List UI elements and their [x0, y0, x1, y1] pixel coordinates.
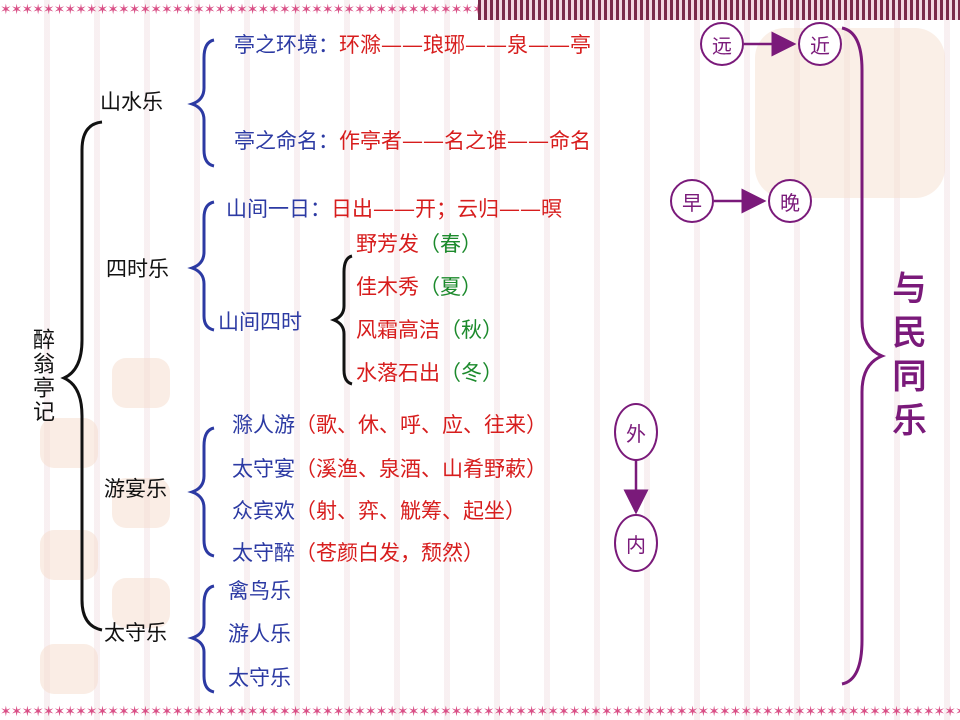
item-one-day: 山间一日：日出——开；云归——暝	[226, 196, 562, 222]
item-detail: （歌、休、呼、应、往来）	[295, 413, 547, 437]
item-subject: 太守宴	[232, 457, 295, 481]
bottom-border-stars: ✶✶✶✶✶✶✶✶✶✶✶✶✶✶✶✶✶✶✶✶✶✶✶✶✶✶✶✶✶✶✶✶✶✶✶✶✶✶✶✶…	[0, 704, 960, 720]
brace-youyan	[187, 426, 215, 558]
item-text: 环滁——琅琊——泉——亭	[339, 33, 591, 57]
item-text: 日出——开；云归——暝	[331, 197, 562, 221]
item-subject: 太守醉	[232, 541, 295, 565]
item-guests-joy: 众宾欢（射、弈、觥筹、起坐）	[232, 498, 526, 524]
seal-watermark	[112, 478, 170, 528]
season-spring: 野芳发（春）	[356, 231, 482, 257]
tag-outer: 外	[614, 403, 658, 461]
tag-early: 早	[670, 179, 714, 223]
root-title: 醉翁亭记	[29, 328, 54, 424]
item-detail: （溪渔、泉酒、山肴野蔌）	[295, 457, 547, 481]
top-border-stars: ✶✶✶✶✶✶✶✶✶✶✶✶✶✶✶✶✶✶✶✶✶✶✶✶✶✶✶✶✶✶✶✶✶✶✶✶✶✶✶✶…	[0, 2, 478, 18]
season-name: （秋）	[440, 318, 503, 342]
item-prefix: 亭之环境：	[234, 33, 339, 57]
tag-inner: 内	[614, 514, 658, 572]
season-name: （夏）	[419, 275, 482, 299]
season-name: （冬）	[440, 361, 503, 385]
category-youyan: 游宴乐	[104, 477, 167, 501]
season-phrase: 佳木秀	[356, 275, 419, 299]
season-phrase: 水落石出	[356, 361, 440, 385]
top-border-pattern	[478, 0, 960, 20]
brace-sishi	[187, 200, 215, 332]
category-taishou: 太守乐	[104, 621, 167, 645]
item-governor-drunk: 太守醉（苍颜白发，颓然）	[232, 540, 484, 566]
root-brace	[60, 120, 103, 632]
item-naming: 亭之命名：作亭者——名之谁——命名	[234, 128, 591, 154]
seal-watermark	[40, 530, 98, 580]
seal-watermark	[112, 358, 170, 408]
item-visitors-joy: 游人乐	[228, 622, 291, 646]
tag-near: 近	[798, 22, 842, 66]
brace-seasons	[329, 254, 353, 386]
tag-far: 远	[700, 22, 744, 66]
brace-shanshui	[187, 38, 215, 168]
seal-watermark	[112, 578, 170, 628]
season-winter: 水落石出（冬）	[356, 360, 503, 386]
item-birds-joy: 禽鸟乐	[228, 579, 291, 603]
category-shanshui: 山水乐	[100, 90, 163, 114]
seal-watermark	[40, 418, 98, 468]
item-detail: （射、弈、觥筹、起坐）	[295, 499, 526, 523]
tag-late: 晚	[768, 179, 812, 223]
item-governor-joy: 太守乐	[228, 666, 291, 690]
season-phrase: 风霜高洁	[356, 318, 440, 342]
item-environment: 亭之环境：环滁——琅琊——泉——亭	[234, 32, 591, 58]
item-chu-people: 滁人游（歌、休、呼、应、往来）	[232, 412, 547, 438]
season-name: （春）	[419, 232, 482, 256]
item-detail: （苍颜白发，颓然）	[295, 541, 484, 565]
season-autumn: 风霜高洁（秋）	[356, 317, 503, 343]
item-prefix: 亭之命名：	[234, 129, 339, 153]
season-phrase: 野芳发	[356, 232, 419, 256]
item-four-seasons: 山间四时	[218, 310, 302, 334]
item-governor-feast: 太守宴（溪渔、泉酒、山肴野蔌）	[232, 456, 547, 482]
category-sishi: 四时乐	[106, 257, 169, 281]
item-prefix: 山间一日：	[226, 197, 331, 221]
item-text: 作亭者——名之谁——命名	[339, 129, 591, 153]
item-subject: 滁人游	[232, 413, 295, 437]
seal-watermark	[40, 644, 98, 694]
item-subject: 众宾欢	[232, 499, 295, 523]
conclusion-text: 与民同乐	[886, 270, 926, 446]
brace-taishou	[187, 584, 215, 694]
season-summer: 佳木秀（夏）	[356, 274, 482, 300]
brace-conclusion	[841, 26, 887, 686]
